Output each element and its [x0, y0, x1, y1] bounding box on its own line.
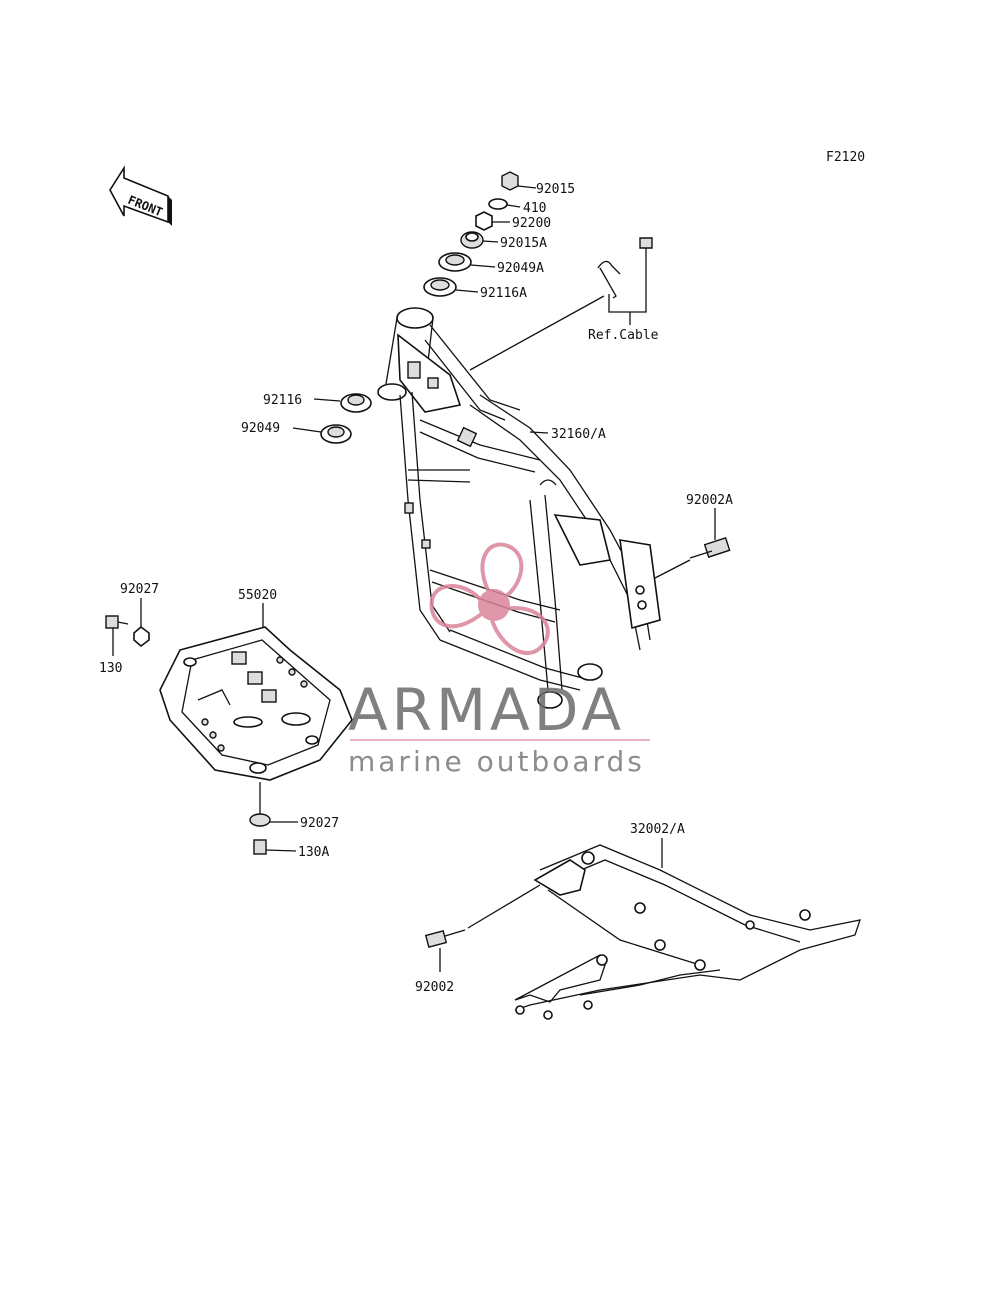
callout-92116: 92116 [263, 393, 302, 408]
figure-code: F2120 [826, 150, 865, 165]
callout-92002A: 92002A [686, 493, 733, 508]
watermark-tagline: marine outboards [348, 745, 645, 778]
part-92200 [475, 211, 493, 231]
cable-clip-part [597, 237, 653, 299]
bolt-92002 [424, 929, 466, 948]
callout-92049: 92049 [241, 421, 280, 436]
washer-92027-top [133, 625, 150, 648]
callout-ref-cable: Ref.Cable [588, 328, 659, 343]
steering-stack [423, 171, 519, 297]
skid-plate-55020 [159, 626, 353, 781]
lower-bearing-parts [320, 393, 372, 444]
callout-92116A: 92116A [480, 286, 527, 301]
subframe-32002A [514, 844, 861, 1020]
washer-92027-bottom [249, 813, 271, 827]
front-arrow-icon: FRONT [109, 165, 172, 226]
callout-92015A: 92015A [500, 236, 547, 251]
bolt-92002A [689, 537, 731, 559]
watermark-brand: ARMADA [348, 676, 625, 744]
propeller-logo-icon [429, 542, 550, 655]
callout-32160A: 32160/A [551, 427, 606, 442]
callout-92015: 92015 [536, 182, 575, 197]
bolt-130A [253, 839, 267, 855]
callout-130A: 130A [298, 845, 329, 860]
callout-92200: 92200 [512, 216, 551, 231]
part-92015-nut [501, 171, 519, 191]
fastener-130 [105, 615, 129, 629]
callout-92049A: 92049A [497, 261, 544, 276]
watermark: ARMADA marine outboards [348, 542, 650, 778]
callout-32002A: 32002/A [630, 822, 685, 837]
callout-92027-bottom: 92027 [300, 816, 339, 831]
callout-92027-top: 92027 [120, 582, 159, 597]
callout-410: 410 [523, 201, 546, 216]
callout-92002: 92002 [415, 980, 454, 995]
main-frame-32160A [377, 307, 661, 709]
callout-130: 130 [99, 661, 122, 676]
callout-55020: 55020 [238, 588, 277, 603]
part-410-washer [488, 198, 508, 210]
